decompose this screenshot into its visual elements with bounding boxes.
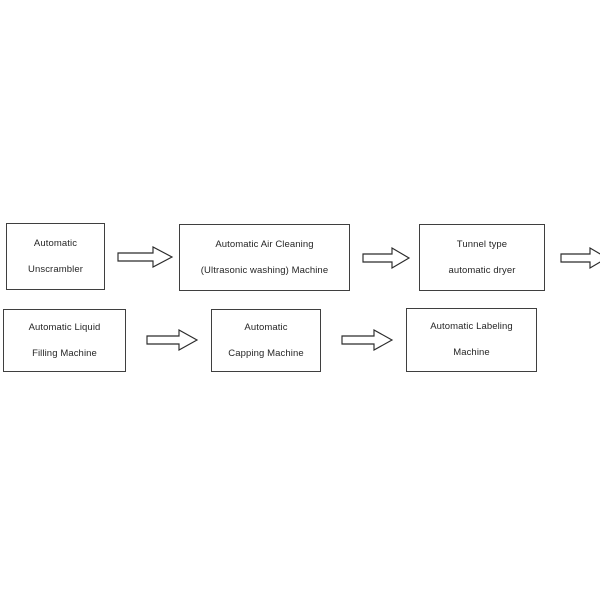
process-box-line: Automatic Liquid [28, 321, 101, 333]
process-box-line: Automatic Labeling [430, 321, 513, 333]
arrow-filling-to-capping [146, 329, 199, 351]
process-box-automatic-capping-machine[interactable]: Automatic Capping Machine [211, 309, 321, 372]
process-box-automatic-liquid-filling-machine[interactable]: Automatic Liquid Filling Machine [3, 309, 126, 372]
process-box-line: Unscrambler [28, 263, 83, 275]
arrow-capping-to-labeling [341, 329, 394, 351]
process-box-line: Filling Machine [32, 347, 97, 359]
process-box-line: Automatic [33, 237, 78, 249]
process-box-line: Tunnel type [456, 238, 508, 250]
process-box-line: automatic dryer [448, 264, 516, 276]
process-box-tunnel-type-automatic-dryer[interactable]: Tunnel type automatic dryer [419, 224, 545, 291]
process-box-automatic-unscrambler[interactable]: Automatic Unscrambler [6, 223, 105, 290]
process-box-line: Automatic Air Cleaning [215, 238, 314, 250]
process-box-line: Automatic [244, 321, 288, 333]
arrow-dryer-to-next-row [560, 246, 600, 270]
process-box-automatic-air-cleaning[interactable]: Automatic Air Cleaning (Ultrasonic washi… [179, 224, 350, 291]
process-box-line: Machine [453, 347, 490, 358]
arrow-air-cleaning-to-dryer [362, 246, 411, 270]
process-box-line: Capping Machine [228, 347, 304, 359]
process-box-automatic-labeling-machine[interactable]: Automatic Labeling Machine [406, 308, 537, 372]
arrow-unscrambler-to-air-cleaning [117, 246, 174, 268]
process-box-line: (Ultrasonic washing) Machine [200, 264, 329, 276]
